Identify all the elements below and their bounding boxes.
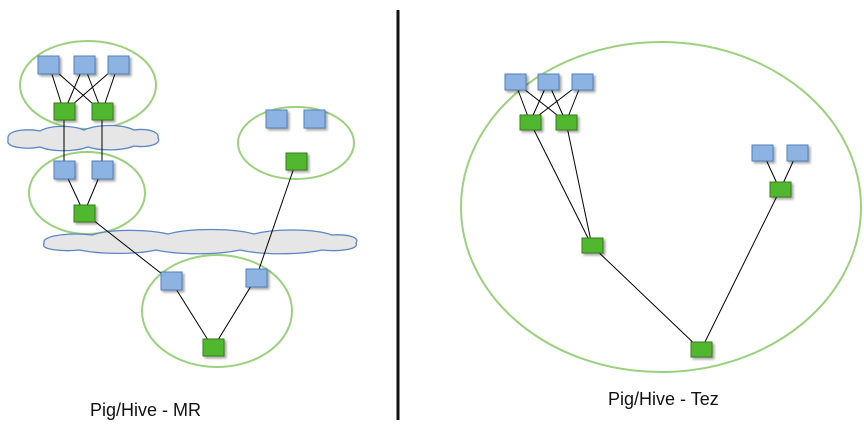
- tez-map-task: [504, 73, 527, 91]
- tez-map-task: [537, 73, 560, 91]
- mr-job1-map-task: [107, 55, 130, 75]
- tez-map-task: [786, 144, 809, 162]
- tez-map-tasks: [504, 73, 809, 162]
- caption-pig-hive-tez: Pig/Hive - Tez: [608, 389, 719, 409]
- mr-job2-map-task: [53, 160, 76, 180]
- tez-reduce-task: [769, 181, 792, 198]
- mr-map-tasks: [37, 55, 326, 291]
- tez-reduce-task: [555, 114, 578, 131]
- mr-job3-map-task: [265, 109, 288, 129]
- mr-job2-reduce-task: [73, 204, 96, 223]
- tez-reduce-tasks: [519, 114, 792, 358]
- mr-job4-map-task: [245, 268, 268, 288]
- tez-dag-boundary: [460, 41, 862, 373]
- mr-job1-map-task: [37, 55, 60, 75]
- mr-job1-map-task: [73, 55, 96, 75]
- mr-side: [7, 40, 358, 368]
- mr-job-3-boundary: [237, 106, 355, 180]
- tez-reduce-task: [690, 341, 713, 358]
- tez-map-task: [751, 144, 774, 162]
- tez-reduce-task: [519, 114, 542, 131]
- tez-side: [460, 41, 862, 373]
- mr-job2-map-task: [91, 160, 114, 180]
- hdfs-cloud-lower: [42, 228, 358, 255]
- mr-job1-reduce-task: [91, 102, 114, 121]
- mr-job4-reduce-task: [202, 338, 225, 357]
- tez-reduce-task: [581, 237, 604, 254]
- tez-map-task: [571, 73, 594, 91]
- mr-job3-map-task: [303, 109, 326, 129]
- mr-job-4-boundary: [141, 254, 293, 368]
- mr-job1-reduce-task: [53, 102, 76, 121]
- mr-job3-reduce-task: [285, 152, 308, 171]
- caption-pig-hive-mr: Pig/Hive - MR: [90, 400, 202, 420]
- hdfs-cloud-upper: [7, 124, 160, 152]
- mr-job-1-boundary: [19, 40, 157, 130]
- mr-reduce-tasks: [53, 102, 308, 357]
- mr-job4-map-task: [160, 271, 183, 291]
